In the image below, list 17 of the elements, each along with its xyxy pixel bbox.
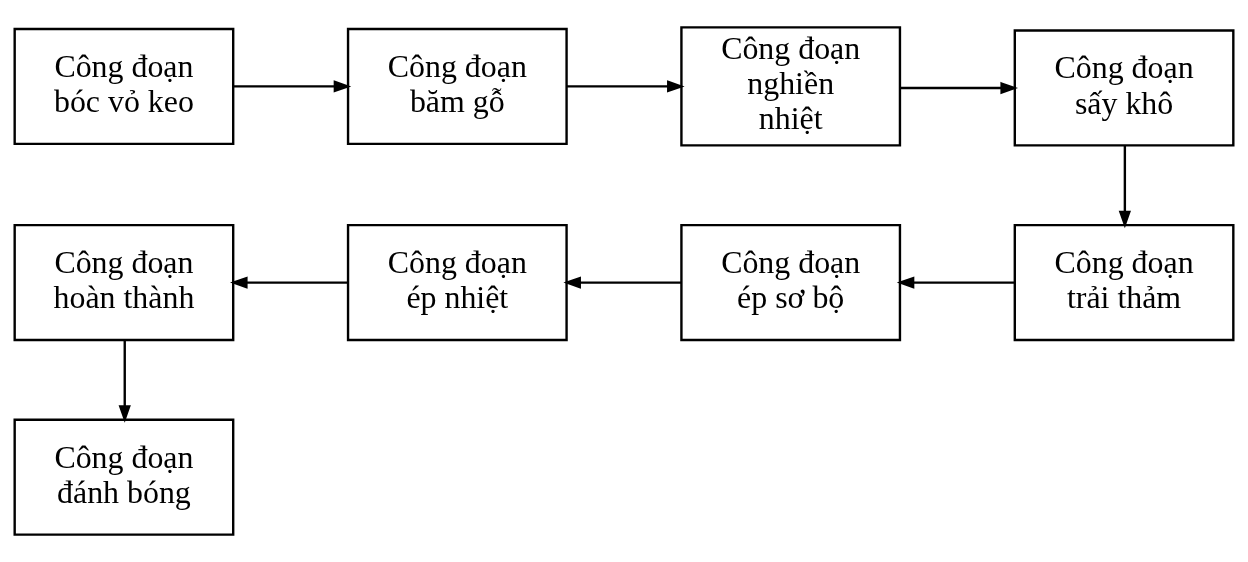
node-box: Công đoạn hoàn thành [13, 223, 235, 342]
arrow [118, 340, 131, 423]
arrow [233, 80, 352, 93]
arrow [1118, 145, 1131, 229]
node-box: Công đoạn ép nhiệt [346, 223, 568, 342]
node-box: Công đoạn ép sơ bộ [680, 223, 902, 342]
arrow [900, 81, 1018, 95]
arrow [566, 80, 685, 93]
node-box: Công đoạn sấy khô [1013, 29, 1235, 147]
node-box: Công đoạn nghiền nhiệt [680, 26, 902, 147]
arrow [896, 276, 1015, 289]
node-box: Công đoạn đánh bóng [13, 418, 235, 536]
arrow [230, 276, 348, 289]
arrow [563, 276, 682, 289]
node-box: Công đoạn băm gỗ [346, 27, 568, 145]
node-box: Công đoạn trải thảm [1013, 223, 1235, 342]
node-box: Công đoạn bóc vỏ keo [13, 27, 235, 145]
